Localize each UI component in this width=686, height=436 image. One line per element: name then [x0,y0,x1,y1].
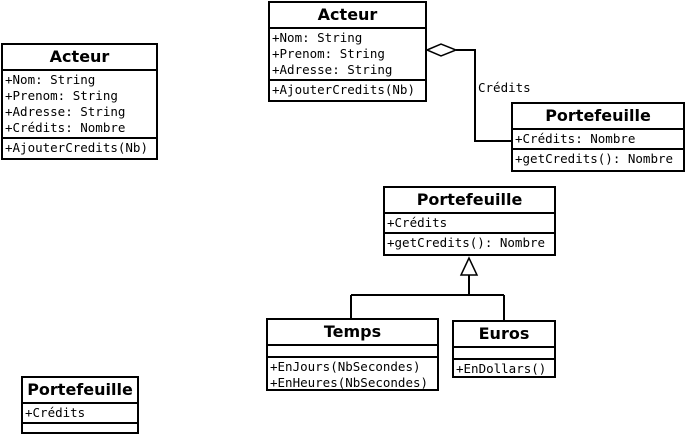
class-euros[interactable]: Euros +EnDollars() [452,320,556,378]
attribute: +Crédits: Nombre [5,120,126,135]
operations-section: +AjouterCredits(Nb) [270,79,425,99]
class-name: Portefeuille [385,188,554,214]
operations-section: +EnJours(NbSecondes) +EnHeures(NbSeconde… [268,356,437,392]
class-acteur-full[interactable]: Acteur +Nom: String +Prenom: String +Adr… [1,43,158,160]
operation: +getCredits(): Nombre [387,235,546,250]
operation: +EnDollars() [456,361,547,376]
class-temps[interactable]: Temps +EnJours(NbSecondes) +EnHeures(NbS… [266,318,439,391]
attributes-section: +Crédits [23,404,137,422]
attributes-section: +Crédits: Nombre [513,130,683,148]
attribute: +Crédits [25,405,86,420]
attributes-section: +Nom: String +Prenom: String +Adresse: S… [3,71,156,137]
aggregation-diamond [425,43,459,57]
class-portefeuille-aggregated[interactable]: Portefeuille +Crédits: Nombre +getCredit… [511,102,685,172]
class-name: Portefeuille [513,104,683,130]
class-name: Acteur [3,45,156,71]
operation: +getCredits(): Nombre [515,151,674,166]
attribute: +Crédits [387,215,448,230]
attributes-section [454,348,554,358]
attribute: +Adresse: String [5,104,126,119]
attributes-section [268,346,437,356]
operations-section: +AjouterCredits(Nb) [3,137,156,157]
operations-section: +getCredits(): Nombre [385,232,554,252]
attribute: +Prenom: String [272,46,385,61]
class-name: Euros [454,322,554,348]
class-acteur[interactable]: Acteur +Nom: String +Prenom: String +Adr… [268,1,427,102]
aggregation-label: Crédits [478,80,531,95]
operations-section: +EnDollars() [454,358,554,378]
attribute: +Nom: String [5,72,96,87]
class-portefeuille-simple[interactable]: Portefeuille +Crédits [21,376,139,434]
attribute: +Prenom: String [5,88,118,103]
operations-section [23,422,137,432]
class-portefeuille-superclass[interactable]: Portefeuille +Crédits +getCredits(): Nom… [383,186,556,256]
attribute: +Crédits: Nombre [515,131,636,146]
operation: +EnHeures(NbSecondes) [270,375,429,390]
aggregation-line [456,49,512,142]
generalization-arrowhead [459,256,479,276]
class-name: Portefeuille [23,378,137,404]
class-name: Acteur [270,3,425,29]
attribute: +Adresse: String [272,62,393,77]
operation: +EnJours(NbSecondes) [270,359,421,374]
operations-section: +getCredits(): Nombre [513,148,683,168]
attributes-section: +Nom: String +Prenom: String +Adresse: S… [270,29,425,79]
operation: +AjouterCredits(Nb) [272,82,415,97]
class-name: Temps [268,320,437,346]
attribute: +Nom: String [272,30,363,45]
attributes-section: +Crédits [385,214,554,232]
operation: +AjouterCredits(Nb) [5,140,148,155]
